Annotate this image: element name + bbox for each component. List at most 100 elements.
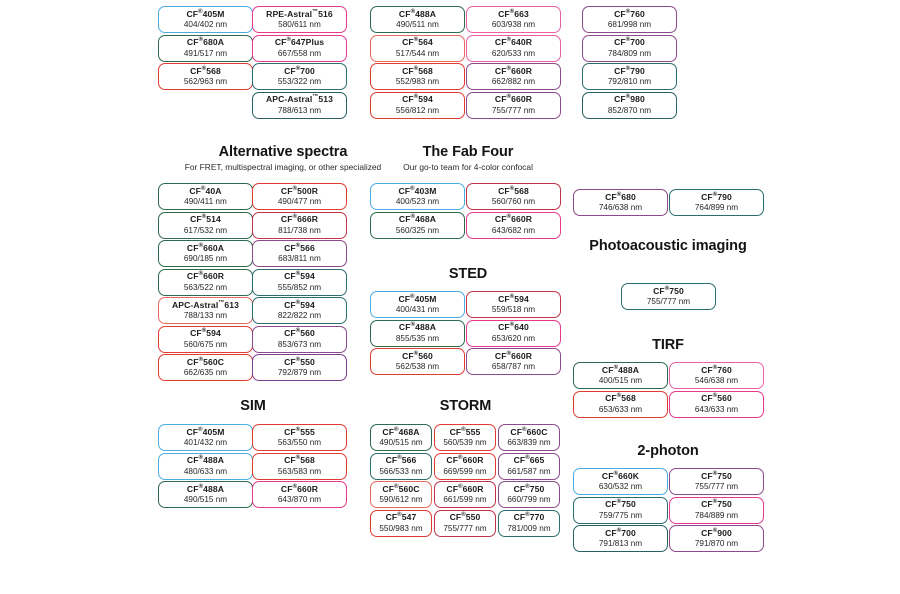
trademark-symbol: ® (625, 94, 631, 101)
trademark-symbol: ® (410, 185, 415, 192)
dye-spectrum: 852/870 nm (607, 105, 652, 115)
dye-name: CF®660R (494, 350, 533, 361)
dye-name: CF®760 (701, 364, 732, 375)
dye-spectrum: 669/599 nm (443, 466, 487, 476)
trademark-symbol: ® (295, 455, 301, 462)
trademark-symbol: ® (509, 293, 515, 300)
trademark-symbol: ® (712, 470, 718, 477)
trademark-symbol: ® (712, 191, 718, 198)
dye-spectrum: 400/431 nm (395, 305, 440, 315)
dye-name: CF®660R (494, 65, 533, 76)
trademark-symbol: ® (461, 512, 466, 519)
section-title-sim: SIM (240, 398, 266, 414)
trademark-symbol: ® (613, 470, 619, 477)
dye-name: CF®560 (284, 328, 315, 339)
trademark-symbol: ™ (312, 94, 319, 101)
dye-spectrum: 755/777 nm (646, 297, 691, 307)
trademark-symbol: ® (397, 455, 402, 462)
trademark-symbol: ® (458, 455, 463, 462)
dye-spectrum: 643/870 nm (277, 495, 322, 505)
dye-name: CF®594 (402, 94, 433, 105)
dye-spectrum: 792/879 nm (277, 368, 322, 378)
dye-name: CF®660R (280, 483, 319, 494)
dye-spectrum: 681/998 nm (607, 20, 652, 30)
dye-spectrum: 690/185 nm (183, 254, 228, 264)
